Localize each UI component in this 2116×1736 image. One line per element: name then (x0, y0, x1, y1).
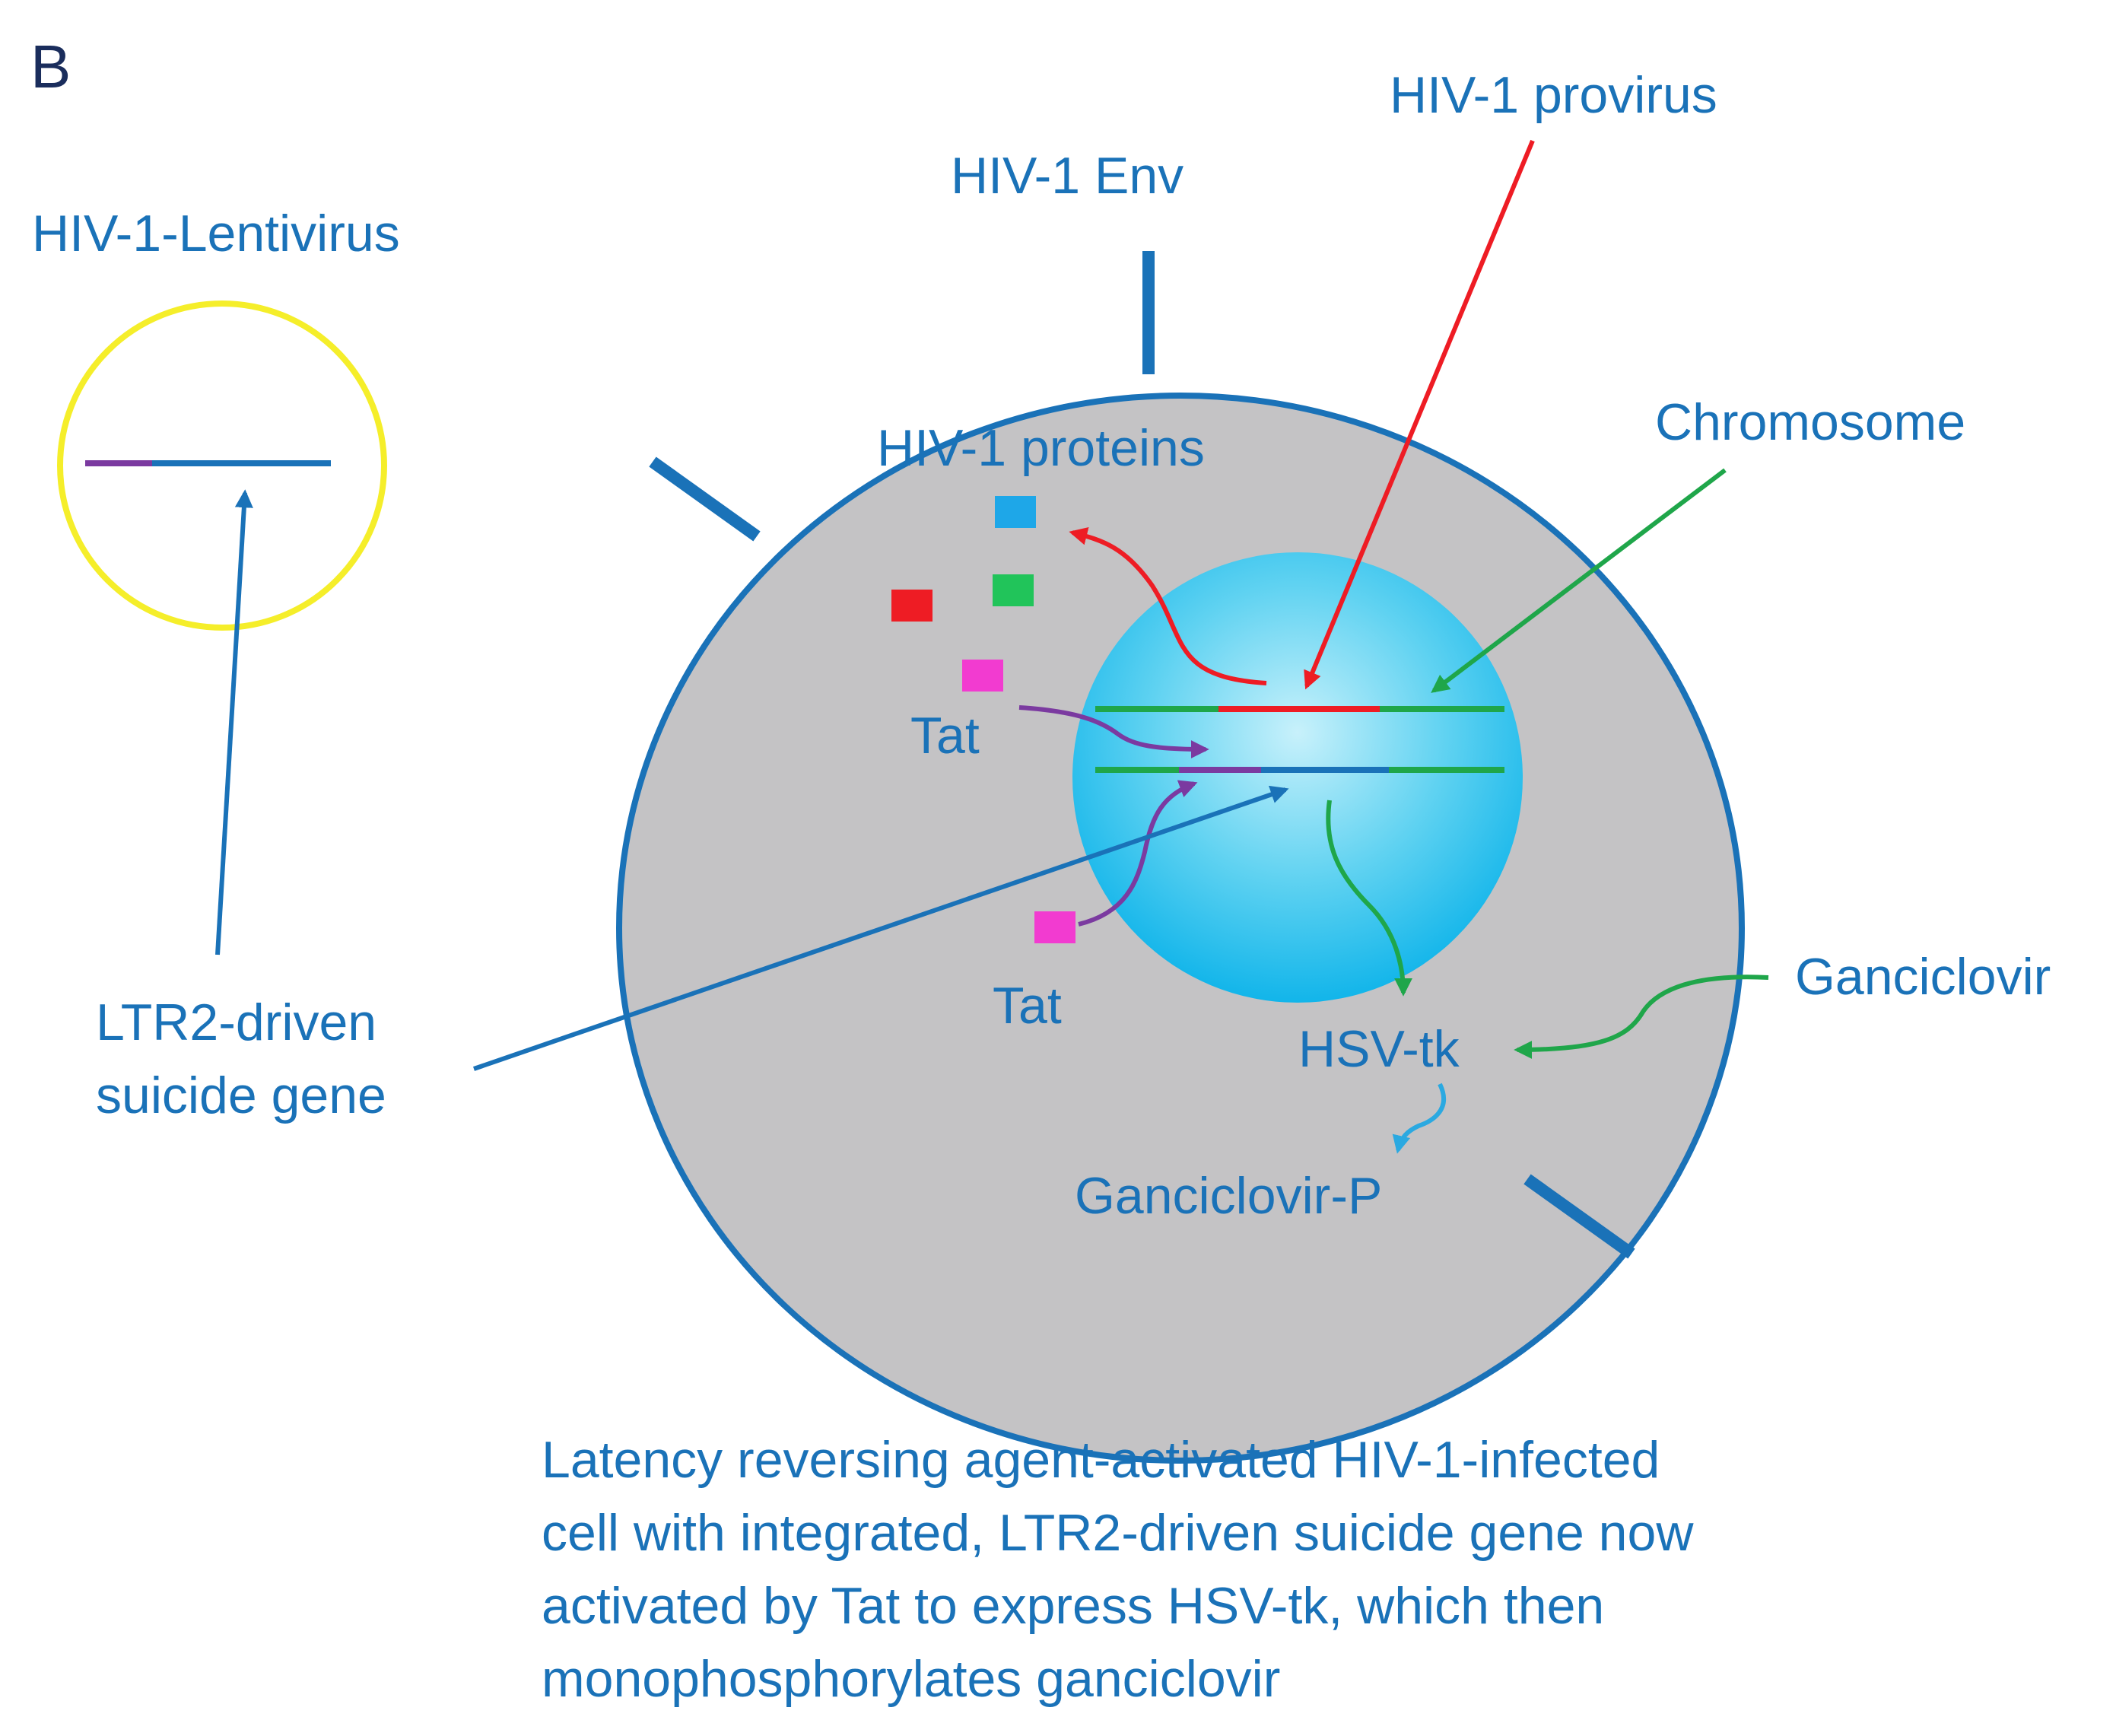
ganciclovir-p-label: Ganciclovir-P (1075, 1167, 1382, 1225)
suicide-gene-to-lentivirus-arrow (215, 489, 253, 955)
chromosome-pointer-arrow (1431, 468, 1727, 693)
tat-lower-arrow (1078, 780, 1198, 927)
tat-lower-label: Tat (993, 977, 1062, 1035)
ganciclovir-label: Ganciclovir (1795, 948, 2051, 1006)
panel-letter: B (30, 33, 71, 100)
suicide-gene-to-nucleus-arrow (473, 785, 1289, 1071)
env-spike-bottom (1523, 1174, 1635, 1259)
proteins-label: HIV-1 proteins (877, 419, 1205, 477)
provirus-pointer-arrow (1304, 139, 1535, 690)
nucleus (1072, 552, 1523, 1003)
protein-green (993, 574, 1034, 606)
protein-magenta-upper (962, 660, 1003, 692)
env-spike-left (649, 456, 761, 542)
caption-line2: cell with integrated, LTR2-driven suicid… (542, 1504, 1694, 1562)
protein-cyan (995, 496, 1036, 528)
protein-red (891, 590, 933, 622)
protein-magenta-lower (1034, 911, 1075, 943)
suicide-gene-label-line1: LTR2-driven (96, 994, 376, 1051)
caption-line1: Latency reversing agent-activated HIV-1-… (542, 1431, 1660, 1489)
hsv-tk-label: HSV-tk (1298, 1020, 1460, 1078)
ganciclovir-to-hsvtk-arrow (1514, 975, 1769, 1059)
phosphorylation-arrow (1392, 1083, 1447, 1154)
provirus-label: HIV-1 provirus (1390, 66, 1717, 124)
suicide-gene-label-line2: suicide gene (96, 1067, 386, 1124)
tat-upper-arrow (1018, 705, 1209, 758)
env-label: HIV-1 Env (951, 147, 1183, 205)
provirus-to-proteins-arrow (1069, 527, 1267, 685)
tat-upper-label: Tat (910, 707, 980, 765)
gene-to-hsvtk-arrow (1326, 800, 1412, 997)
chromosome-label: Chromosome (1655, 393, 1965, 451)
lentivirus-label: HIV-1-Lentivirus (32, 205, 400, 262)
caption-line4: monophosphorylates ganciclovir (542, 1650, 1280, 1708)
caption-line3: activated by Tat to express HSV-tk, whic… (542, 1577, 1604, 1635)
